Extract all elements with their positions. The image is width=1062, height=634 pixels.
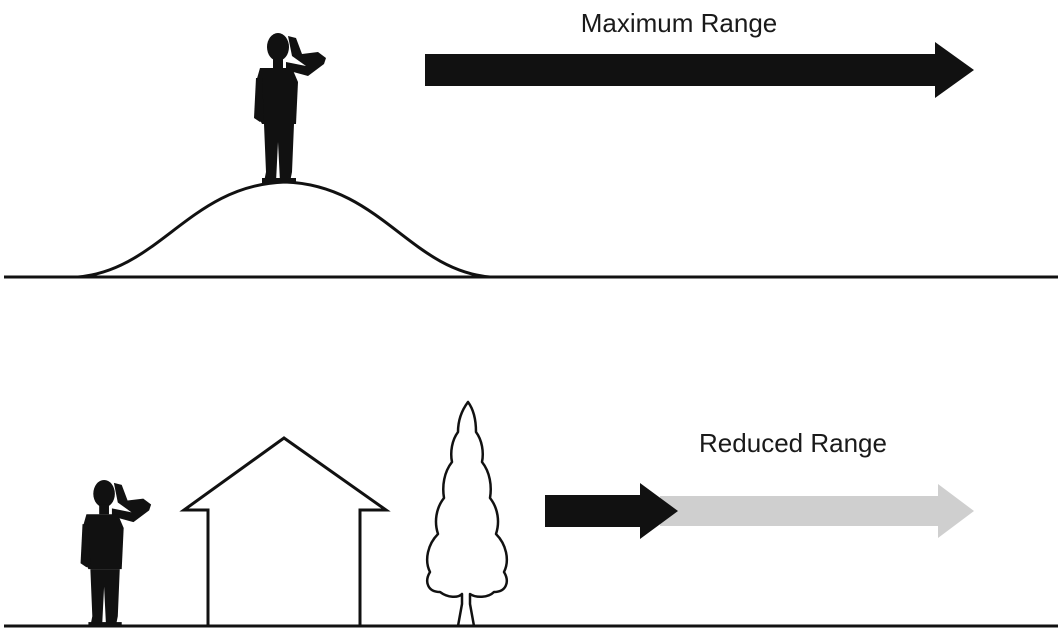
reduced-range-arrow-icon — [545, 483, 678, 539]
soldier-on-hill-icon — [254, 33, 326, 183]
house-outline-icon — [179, 436, 391, 626]
maximum-range-arrow-icon — [425, 42, 974, 98]
hill-outline — [77, 180, 491, 279]
reduced-range-label: Reduced Range — [699, 428, 887, 458]
bottom-panel: Reduced Range — [4, 400, 1058, 628]
top-panel: Maximum Range — [4, 8, 1058, 279]
reduced-range-extension-arrow-icon — [660, 484, 974, 538]
soldier-on-ground-icon — [80, 479, 152, 627]
maximum-range-label: Maximum Range — [581, 8, 778, 38]
tree-outline-icon — [426, 400, 508, 628]
